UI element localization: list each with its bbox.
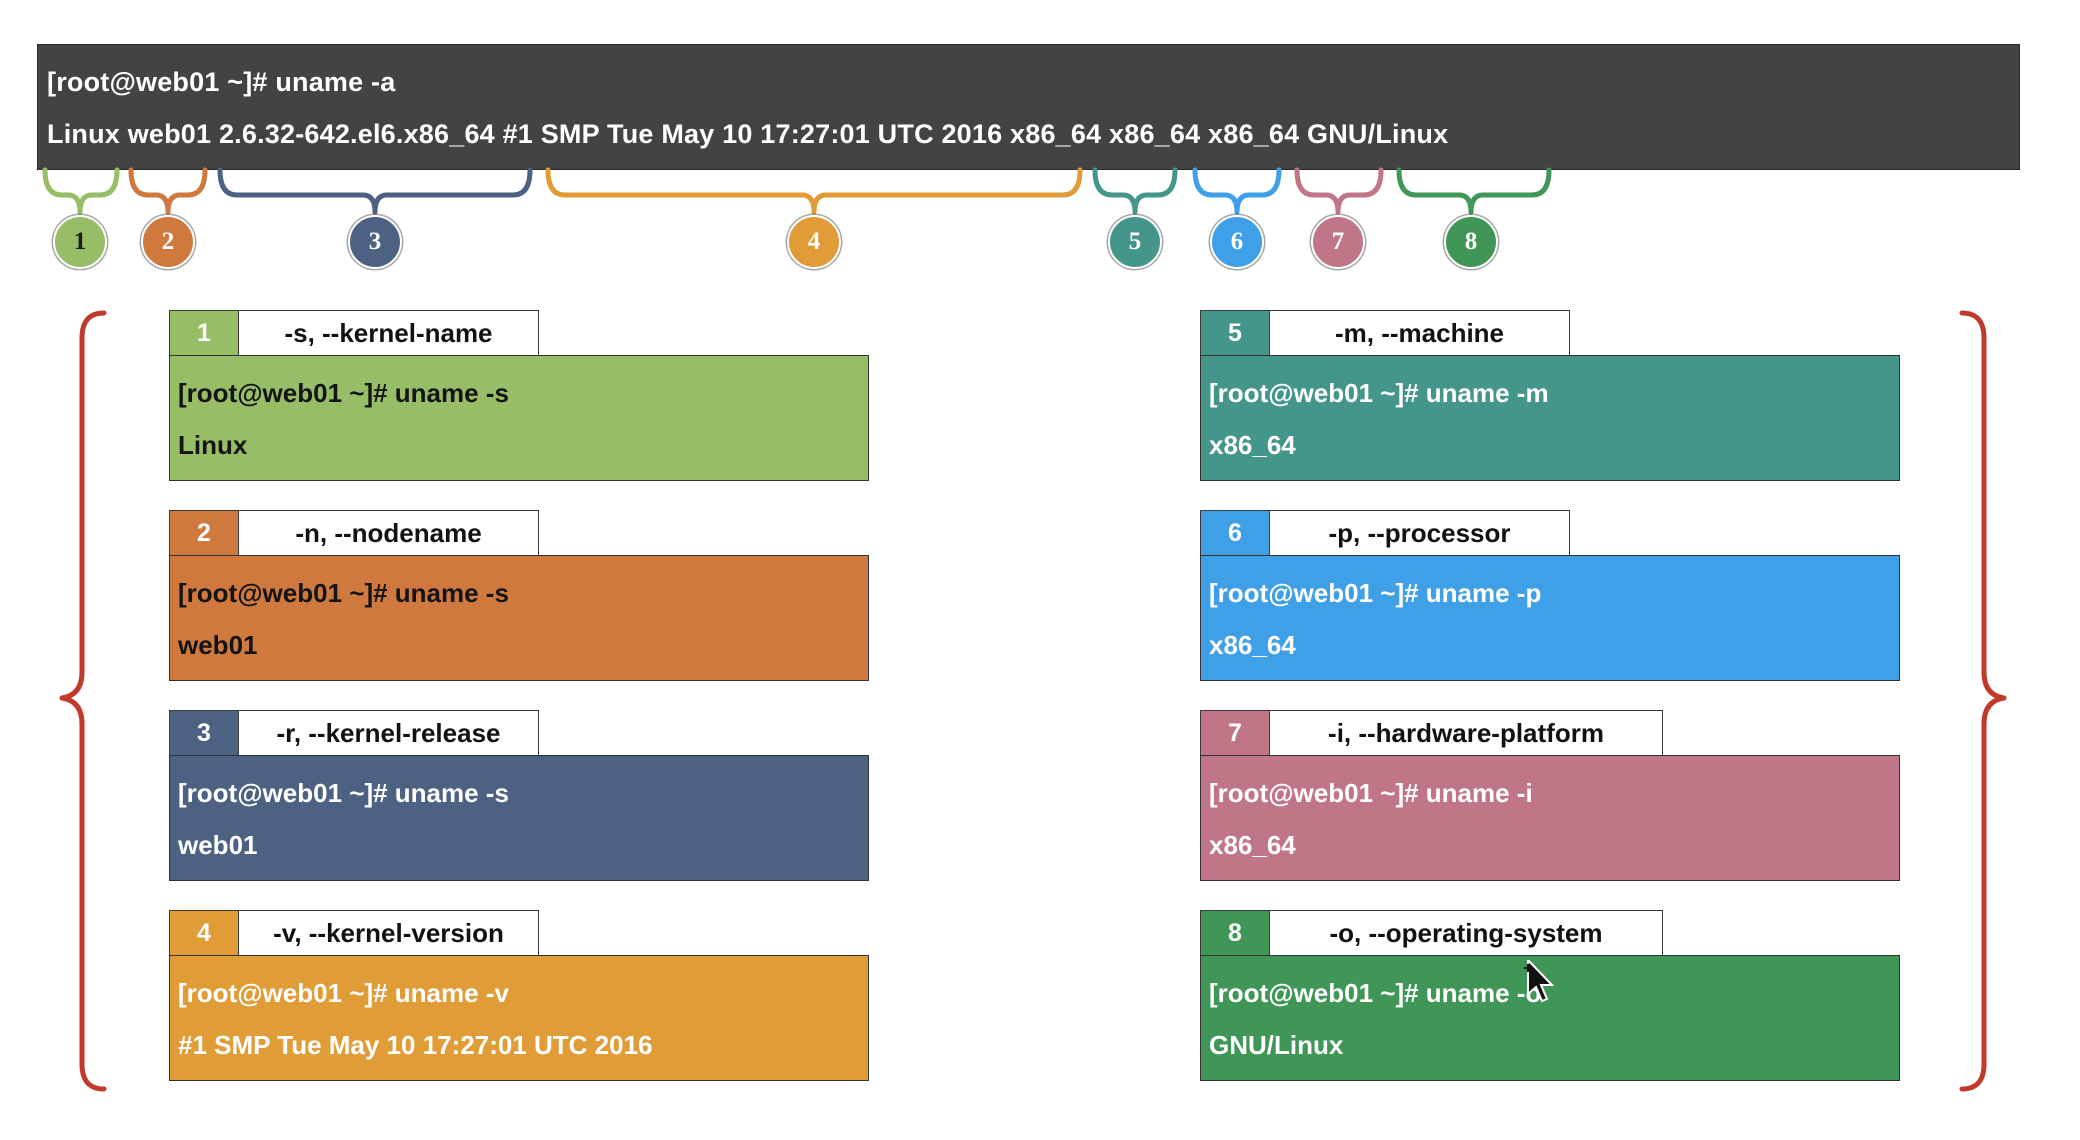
marker-8: 8	[1444, 215, 1498, 269]
brace-2	[128, 167, 208, 215]
option-label: -s, --kernel-name	[239, 310, 539, 356]
move-cursor-icon	[1524, 960, 1555, 1003]
option-label: -p, --processor	[1270, 510, 1570, 556]
card-command: [root@web01 ~]# uname -s	[178, 578, 509, 608]
card-number: 6	[1200, 510, 1270, 556]
terminal-output: Linux web01 2.6.32-642.el6.x86_64 #1 SMP…	[47, 119, 1449, 149]
brace-8	[1396, 167, 1552, 215]
option-label: -i, --hardware-platform	[1270, 710, 1663, 756]
card-command: [root@web01 ~]# uname -s	[178, 778, 509, 808]
card-command: [root@web01 ~]# uname -s	[178, 378, 509, 408]
terminal-uname-a: [root@web01 ~]# uname -a Linux web01 2.6…	[37, 44, 2020, 170]
card-output: web01	[178, 630, 258, 660]
card-number: 8	[1200, 910, 1270, 956]
card-terminal: [root@web01 ~]# uname -i x86_64	[1200, 755, 1900, 881]
card-output: x86_64	[1209, 630, 1296, 660]
marker-6: 6	[1210, 215, 1264, 269]
card-header: 2 -n, --nodename	[169, 510, 539, 556]
card-number: 2	[169, 510, 239, 556]
card-output: Linux	[178, 430, 248, 460]
marker-3: 3	[348, 215, 402, 269]
card-number: 7	[1200, 710, 1270, 756]
card-terminal: [root@web01 ~]# uname -o GNU/Linux	[1200, 955, 1900, 1081]
card-header: 7 -i, --hardware-platform	[1200, 710, 1663, 756]
marker-5: 5	[1108, 215, 1162, 269]
card-terminal: [root@web01 ~]# uname -s Linux	[169, 355, 869, 481]
card-command: [root@web01 ~]# uname -i	[1209, 778, 1533, 808]
brace-1	[42, 167, 120, 215]
card-header: 6 -p, --processor	[1200, 510, 1570, 556]
card-header: 8 -o, --operating-system	[1200, 910, 1663, 956]
option-label: -r, --kernel-release	[239, 710, 539, 756]
card-number: 1	[169, 310, 239, 356]
marker-4: 4	[787, 215, 841, 269]
left-bracket	[59, 310, 107, 1092]
card-output: #1 SMP Tue May 10 17:27:01 UTC 2016	[178, 1030, 653, 1060]
card-output: web01	[178, 830, 258, 860]
card-header: 3 -r, --kernel-release	[169, 710, 539, 756]
terminal-command: [root@web01 ~]# uname -a	[47, 67, 396, 97]
card-terminal: [root@web01 ~]# uname -s web01	[169, 755, 869, 881]
card-terminal: [root@web01 ~]# uname -s web01	[169, 555, 869, 681]
brace-6	[1192, 167, 1282, 215]
card-output: GNU/Linux	[1209, 1030, 1344, 1060]
card-command: [root@web01 ~]# uname -m	[1209, 378, 1549, 408]
card-terminal: [root@web01 ~]# uname -p x86_64	[1200, 555, 1900, 681]
card-output: x86_64	[1209, 830, 1296, 860]
card-output: x86_64	[1209, 430, 1296, 460]
card-command: [root@web01 ~]# uname -o	[1209, 978, 1542, 1008]
card-number: 4	[169, 910, 239, 956]
card-number: 5	[1200, 310, 1270, 356]
right-bracket	[1959, 310, 2007, 1092]
option-label: -m, --machine	[1270, 310, 1570, 356]
marker-7: 7	[1311, 215, 1365, 269]
marker-2: 2	[141, 215, 195, 269]
option-label: -n, --nodename	[239, 510, 539, 556]
option-label: -v, --kernel-version	[239, 910, 539, 956]
brace-4	[545, 167, 1083, 215]
card-header: 5 -m, --machine	[1200, 310, 1570, 356]
card-header: 4 -v, --kernel-version	[169, 910, 539, 956]
brace-5	[1092, 167, 1178, 215]
card-command: [root@web01 ~]# uname -v	[178, 978, 509, 1008]
card-number: 3	[169, 710, 239, 756]
card-terminal: [root@web01 ~]# uname -m x86_64	[1200, 355, 1900, 481]
marker-1: 1	[53, 215, 107, 269]
card-header: 1 -s, --kernel-name	[169, 310, 539, 356]
card-terminal: [root@web01 ~]# uname -v #1 SMP Tue May …	[169, 955, 869, 1081]
brace-7	[1294, 167, 1384, 215]
brace-3	[217, 167, 533, 215]
option-label: -o, --operating-system	[1270, 910, 1663, 956]
card-command: [root@web01 ~]# uname -p	[1209, 578, 1542, 608]
